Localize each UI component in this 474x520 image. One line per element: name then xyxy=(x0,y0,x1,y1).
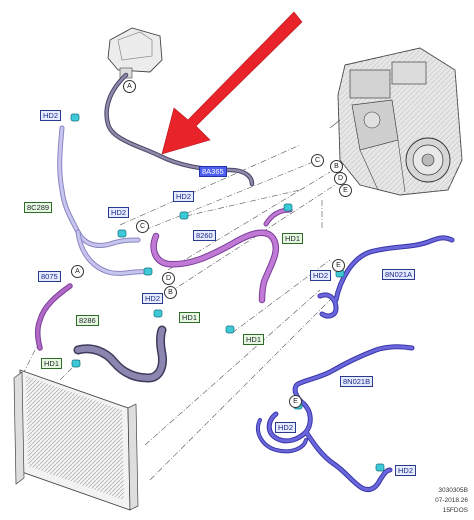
label-8n021a: 8N021A xyxy=(382,269,416,280)
hose-8075[interactable] xyxy=(34,283,73,351)
label-hd1-right: HD1 xyxy=(282,233,304,244)
engine-illustration xyxy=(329,47,463,196)
label-hd2-lower: HD2 xyxy=(142,293,164,304)
label-hd2-r2: HD2 xyxy=(275,422,297,433)
ref-a-left: A xyxy=(71,265,84,278)
ref-e-r1: E xyxy=(332,259,345,272)
label-hd2-r3: HD2 xyxy=(395,465,417,476)
drawing-date: 07-2018.26 xyxy=(435,497,468,504)
hose-8n021a[interactable] xyxy=(317,235,455,319)
ref-a-top: A xyxy=(123,80,136,93)
ref-c-engine: C xyxy=(311,154,324,167)
ref-d-mid: D xyxy=(162,272,175,285)
hose-8n021b[interactable] xyxy=(256,344,415,493)
label-hd2-r1: HD2 xyxy=(310,270,332,281)
ref-e-r2: E xyxy=(289,395,302,408)
label-hd1-lower-mid: HD1 xyxy=(179,312,201,323)
red-arrow-icon xyxy=(161,11,303,155)
label-hd1-left: HD1 xyxy=(41,358,63,369)
drawing-code: 3030305B xyxy=(438,487,468,494)
label-8a365-selected: 8A365 xyxy=(199,166,227,177)
drawing-ref: 15FDOS xyxy=(442,507,468,514)
label-hd1-bottom-center: HD1 xyxy=(243,334,265,345)
label-hd2-mid: HD2 xyxy=(108,207,130,218)
ref-b-mid: B xyxy=(164,286,177,299)
hose-8a365[interactable] xyxy=(104,72,255,187)
label-8286: 8286 xyxy=(76,315,99,326)
label-8n021b: 8N021B xyxy=(340,376,374,387)
label-8c289: 8C289 xyxy=(24,202,53,213)
hose-8286[interactable] xyxy=(73,325,167,383)
ref-e-engine: E xyxy=(339,184,352,197)
expansion-tank-illustration xyxy=(107,27,163,79)
label-8075: 8075 xyxy=(38,271,61,282)
label-hd2-center: HD2 xyxy=(173,191,195,202)
ref-c-mid: C xyxy=(136,220,149,233)
radiator-illustration xyxy=(13,369,139,511)
label-8260: 8260 xyxy=(193,230,216,241)
label-hd2-top: HD2 xyxy=(40,110,62,121)
hose-8c289[interactable] xyxy=(57,125,151,276)
